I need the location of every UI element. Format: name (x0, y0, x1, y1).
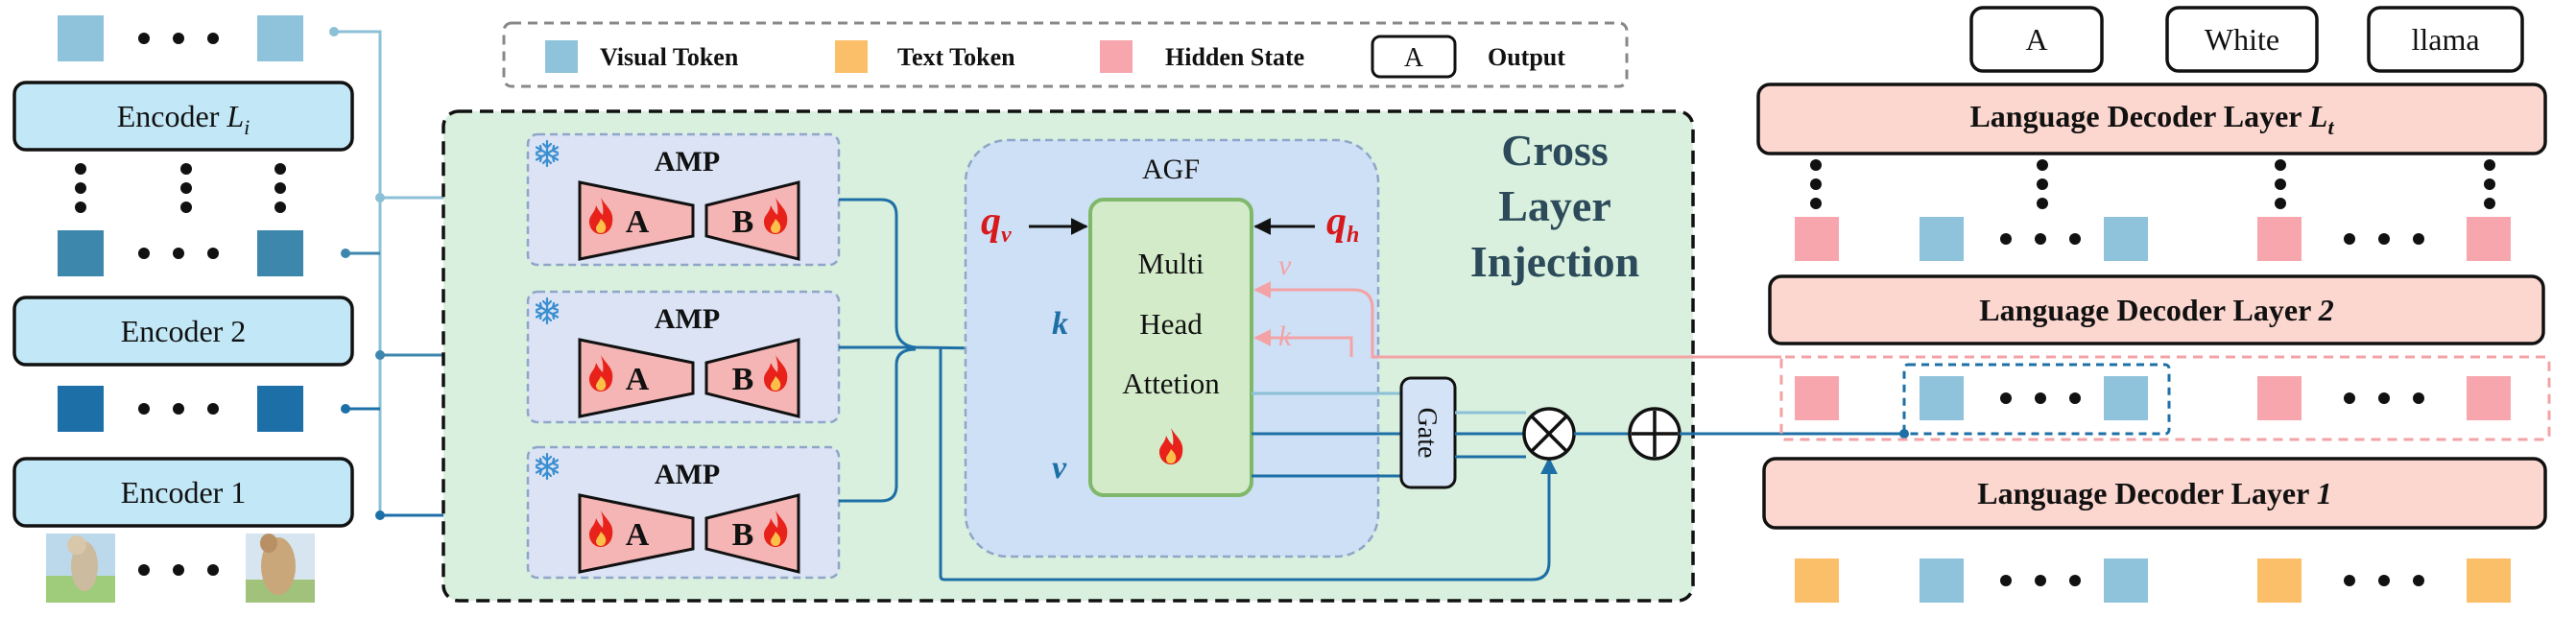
token-row-injected (1795, 376, 2511, 420)
vertical-ellipsis (75, 163, 286, 213)
legend-output-box-text: A (1404, 43, 1424, 73)
decoder-layer-2-box (1768, 274, 2545, 345)
decoder-layer-lt-box (1756, 83, 2547, 155)
mha-label-line3: Attetion (1122, 367, 1220, 400)
injection-point (1899, 429, 1909, 439)
cross-layer-title: Injection (1470, 237, 1639, 286)
ellipsis-dots (138, 564, 219, 576)
amp-label: AMP (655, 459, 720, 490)
v-hidden-label: v (1278, 249, 1292, 281)
output-a-label: A (2025, 22, 2047, 57)
encoder-stack: Encoder Li Encoder 2 Encoder 1 (12, 15, 354, 603)
gate-label: Gate (1412, 408, 1442, 459)
visual-token (58, 15, 104, 61)
v-label: v (1052, 450, 1067, 486)
gate-to-multiply-lines (1455, 411, 1526, 459)
mha-label-line1: Multi (1138, 247, 1205, 280)
vertical-ellipsis (1810, 159, 2495, 209)
amp-a-label: A (626, 204, 650, 240)
encoder-li-label: Encoder Li (117, 99, 250, 139)
legend-output-label: Output (1488, 43, 1565, 71)
legend: Visual Token Text Token Hidden State A O… (502, 21, 1629, 88)
add-operator-icon (1628, 407, 1682, 461)
output-llama-label: llama (2411, 22, 2479, 57)
legend-text-token-label: Text Token (897, 43, 1015, 71)
cross-layer-title: Cross (1501, 126, 1609, 175)
encoder-2-box (12, 296, 354, 367)
image-patch (46, 534, 115, 603)
legend-visual-token-label: Visual Token (600, 43, 739, 71)
amp-a-label: A (626, 362, 650, 397)
amp-b-label: B (732, 204, 754, 240)
mha-label-line2: Head (1139, 307, 1203, 341)
ellipsis-dots (138, 403, 219, 415)
amp-b-label: B (732, 517, 754, 553)
legend-hidden-state-swatch (1100, 40, 1133, 73)
amp-a-label: A (626, 517, 650, 553)
injected-visual-token-group (1902, 363, 2171, 436)
encoder-1-label: Encoder 1 (121, 475, 247, 510)
multi-head-attention-box (1088, 198, 1253, 497)
injected-token-row-border (1779, 355, 2551, 441)
legend-text-token-swatch (835, 40, 868, 73)
decoder-layer-2-label: Language Decoder Layer 2 (1979, 293, 2333, 327)
visual-token (257, 15, 303, 61)
amp-label: AMP (655, 303, 720, 335)
amp-label: AMP (655, 146, 720, 178)
token-row-upper (1795, 217, 2511, 261)
decoder-layer-1-label: Language Decoder Layer 1 (1977, 476, 2331, 510)
agf-label: AGF (1142, 154, 1200, 185)
decoder-layer-1-box (1762, 457, 2547, 530)
multiply-operator-icon (1522, 407, 1576, 461)
decoder-layer-lt-label: Language Decoder Layer Lt (1969, 99, 2334, 139)
q-visual-label: qv (981, 200, 1012, 248)
ellipsis-dots (138, 248, 219, 259)
ellipsis-dots (138, 33, 219, 44)
output-white-label: White (2205, 22, 2279, 57)
image-patch (246, 534, 315, 603)
encoder-li-box (12, 81, 354, 152)
legend-hidden-state-label: Hidden State (1165, 43, 1304, 71)
amp-module-top: AMP A B (526, 132, 841, 267)
visual-token (257, 386, 303, 432)
q-hidden-label: qh (1326, 200, 1359, 248)
legend-border (502, 21, 1629, 88)
token-row-input (1795, 558, 2511, 603)
output-box-a (1969, 6, 2104, 73)
legend-output-box (1371, 35, 1457, 79)
mha-to-gate-lines (1252, 392, 1401, 478)
encoder-1-box (12, 457, 354, 528)
k-label: k (1052, 306, 1068, 342)
output-box-llama (2367, 6, 2524, 73)
encoder-2-label: Encoder 2 (121, 314, 247, 348)
visual-token (58, 386, 104, 432)
hidden-state-feedback-lines (1253, 281, 1781, 359)
amp-module-mid: AMP A B (526, 290, 841, 424)
output-box-white (2165, 6, 2319, 73)
amp-module-bottom: AMP A B (526, 445, 841, 580)
visual-token (257, 230, 303, 276)
amp-b-label: B (732, 362, 754, 397)
visual-token (58, 230, 104, 276)
cross-layer-title: Layer (1498, 181, 1611, 230)
legend-visual-token-swatch (545, 40, 578, 73)
